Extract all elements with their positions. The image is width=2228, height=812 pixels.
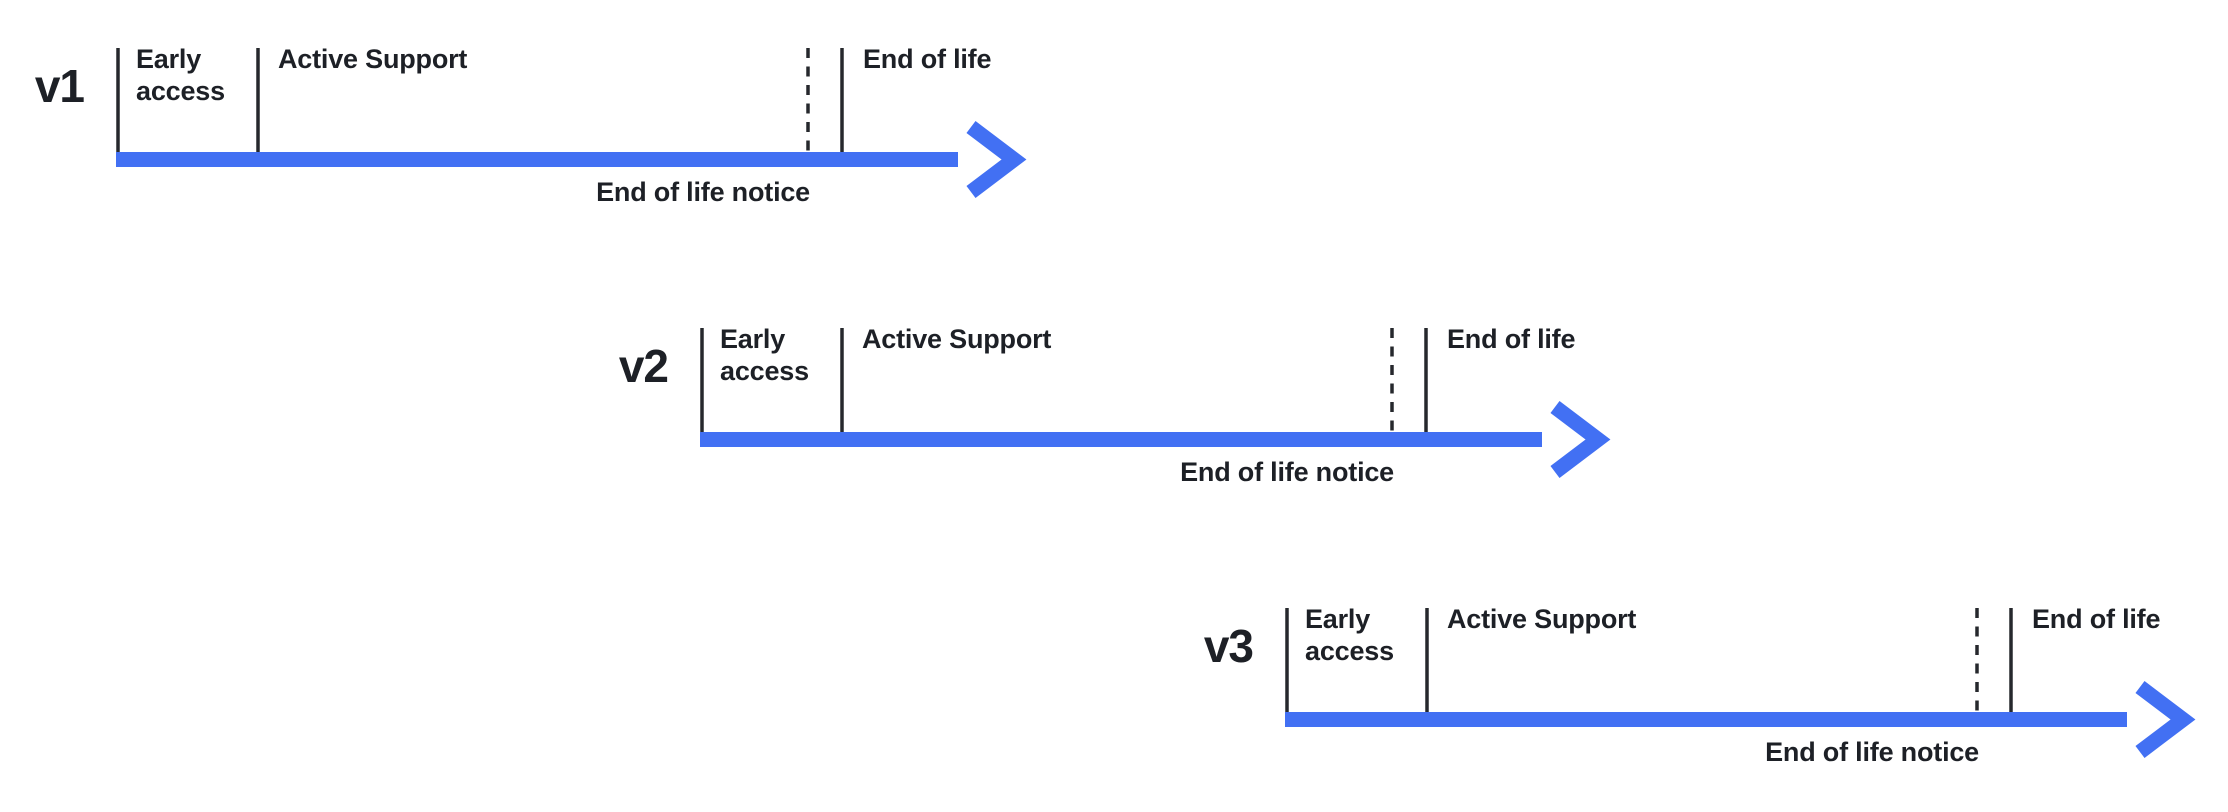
end-of-life-label: End of life	[863, 44, 992, 74]
version-label-v1: v1	[34, 60, 85, 112]
arrow-head-icon	[966, 121, 1027, 198]
timeline-arrow-v2	[700, 328, 1611, 478]
early-access-label: Early access	[1305, 604, 1394, 666]
version-label-v3: v3	[1203, 620, 1254, 672]
timeline-arrow-v1	[116, 48, 1027, 198]
end-of-life-notice-label: End of life notice	[1765, 737, 1979, 767]
active-support-label: Active Support	[278, 44, 468, 74]
active-support-label: Active Support	[1447, 604, 1637, 634]
arrow-head-icon	[2135, 681, 2196, 758]
version-label-v2: v2	[618, 340, 669, 392]
arrow-head-icon	[1550, 401, 1611, 478]
active-support-label: Active Support	[862, 324, 1052, 354]
end-of-life-label: End of life	[1447, 324, 1576, 354]
timeline-arrow-v3	[1285, 608, 2196, 758]
end-of-life-notice-label: End of life notice	[1180, 457, 1394, 487]
early-access-label: Early access	[720, 324, 809, 386]
end-of-life-notice-label: End of life notice	[596, 177, 810, 207]
early-access-label: Early access	[136, 44, 225, 106]
end-of-life-label: End of life	[2032, 604, 2161, 634]
